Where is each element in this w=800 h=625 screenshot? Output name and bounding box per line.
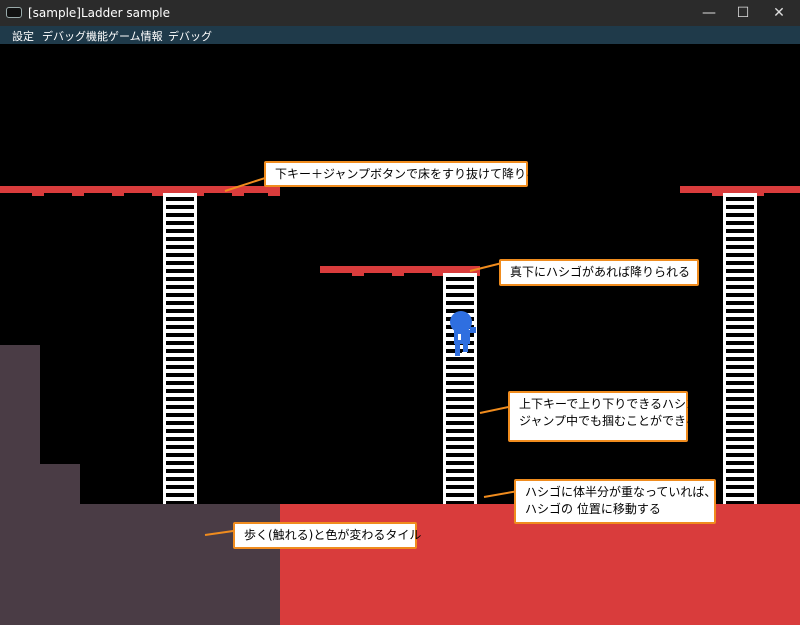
maximize-button[interactable]: ☐	[736, 5, 750, 21]
callout-ladder-snap-line2: ハシゴの 位置に移動する	[525, 502, 661, 516]
dark-stair-2	[40, 464, 80, 625]
dark-stair-1	[0, 345, 40, 625]
callout-ladder-controls-line1: 上下キーで上り下りできるハシゴ	[519, 397, 699, 411]
platform-middle	[320, 266, 480, 276]
callout-descend-ladder-text: 真下にハシゴがあれば降りられる	[510, 265, 691, 279]
window-title: [sample]Ladder sample	[28, 6, 171, 20]
callout-drop-through: 下キー＋ジャンプボタンで床をすり抜けて降りる	[264, 161, 539, 187]
game-canvas[interactable]	[0, 44, 800, 625]
menu-debug[interactable]: デバッグ	[168, 30, 212, 43]
app-icon	[6, 7, 22, 18]
menu-bar: 設定 デバッグ機能 ゲーム情報 デバッグ	[0, 26, 800, 44]
close-button[interactable]: ✕	[773, 5, 785, 21]
minimize-button[interactable]: —	[702, 5, 716, 21]
dark-tile-floor-lower	[160, 544, 240, 584]
ladder-right	[723, 193, 757, 504]
callout-color-tiles: 歩く(触れる)と色が変わるタイル	[233, 522, 422, 549]
menu-debug-features[interactable]: デバッグ機能	[42, 30, 108, 43]
callout-ladder-snap: ハシゴに体半分が重なっていれば、 ハシゴの 位置に移動する	[514, 479, 716, 524]
title-bar: [sample]Ladder sample — ☐ ✕	[0, 0, 800, 26]
menu-game-info[interactable]: ゲーム情報	[108, 30, 163, 43]
callout-color-tiles-text: 歩く(触れる)と色が変わるタイル	[244, 528, 422, 542]
callout-ladder-controls-line2: ジャンプ中でも掴むことができる	[519, 414, 698, 428]
player-character	[450, 311, 476, 356]
callout-ladder-controls: 上下キーで上り下りできるハシゴ ジャンプ中でも掴むことができる	[508, 391, 699, 442]
callout-drop-through-text: 下キー＋ジャンプボタンで床をすり抜けて降りる	[275, 167, 539, 181]
platform-upper-left	[0, 186, 280, 196]
platform-upper-right	[680, 186, 800, 196]
ladder-middle	[443, 273, 477, 504]
callout-descend-ladder: 真下にハシゴがあれば降りられる	[499, 259, 699, 286]
ladder-left	[163, 193, 197, 504]
menu-settings[interactable]: 設定	[12, 30, 34, 43]
callout-ladder-snap-line1: ハシゴに体半分が重なっていれば、	[525, 485, 717, 499]
